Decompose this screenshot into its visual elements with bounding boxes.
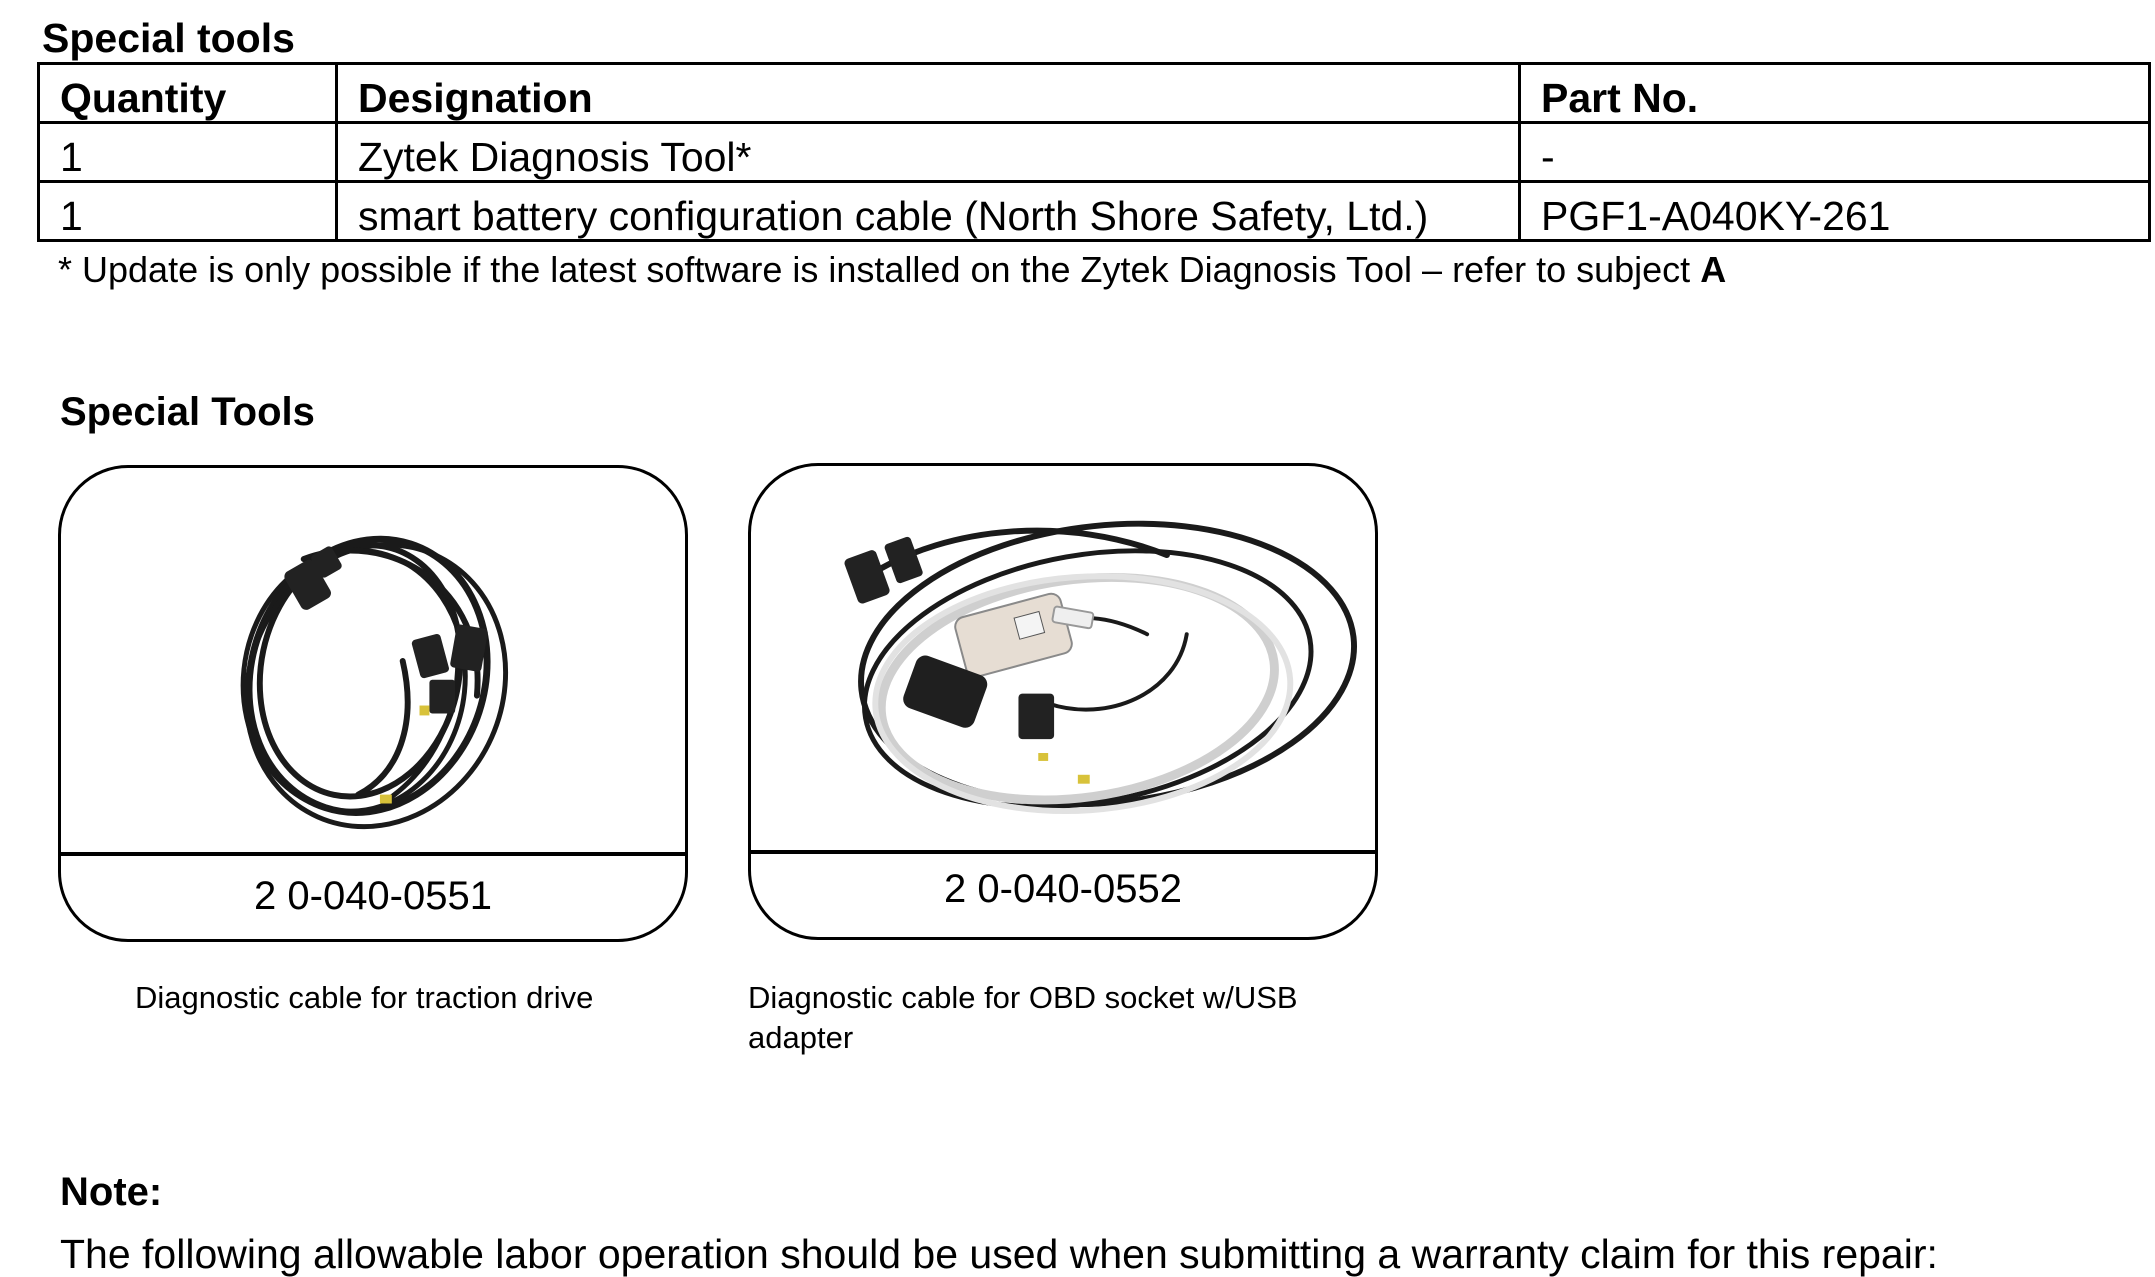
- footnote-subject-ref: A: [1700, 249, 1727, 290]
- table-footnote: * Update is only possible if the latest …: [58, 252, 1726, 288]
- cell-designation: smart battery configuration cable (North…: [335, 180, 1521, 242]
- special-tools-table: Quantity Designation Part No. 1 Zytek Di…: [37, 62, 2151, 242]
- note-text: The following allowable labor operation …: [60, 1231, 1938, 1277]
- cable-photo-traction: [61, 468, 685, 856]
- cell-quantity: 1: [37, 180, 338, 242]
- table-row: 1 smart battery configuration cable (Nor…: [37, 180, 2151, 242]
- cable-usb-adapter-icon: [844, 520, 1357, 814]
- header-designation: Designation: [335, 62, 1521, 124]
- tool-caption-traction: Diagnostic cable for traction drive: [135, 980, 594, 1015]
- footnote-text: * Update is only possible if the latest …: [58, 249, 1701, 290]
- tool-caption-obd: Diagnostic cable for OBD socket w/USB ad…: [748, 980, 1298, 1055]
- cell-part-no: PGF1-A040KY-261: [1518, 180, 2151, 242]
- cell-designation: Zytek Diagnosis Tool*: [335, 121, 1521, 183]
- note-heading: Note:: [60, 1170, 163, 1214]
- cable-coil-icon: [240, 535, 509, 830]
- tool-card-traction: 2 0-040-0551: [58, 465, 688, 942]
- cell-part-no: -: [1518, 121, 2151, 183]
- header-quantity: Quantity: [37, 62, 338, 124]
- tool-card-obd: 2 0-040-0552: [748, 463, 1378, 940]
- table-header-row: Quantity Designation Part No.: [37, 62, 2151, 124]
- header-part-no: Part No.: [1518, 62, 2151, 124]
- table-row: 1 Zytek Diagnosis Tool* -: [37, 121, 2151, 183]
- cell-quantity: 1: [37, 121, 338, 183]
- special-tools-heading: Special tools: [42, 15, 295, 61]
- tool-part-no: 2 0-040-0551: [254, 874, 492, 918]
- tool-part-no: 2 0-040-0552: [944, 867, 1182, 911]
- special-tools-images-heading: Special Tools: [60, 390, 315, 434]
- cable-photo-obd: [751, 466, 1375, 854]
